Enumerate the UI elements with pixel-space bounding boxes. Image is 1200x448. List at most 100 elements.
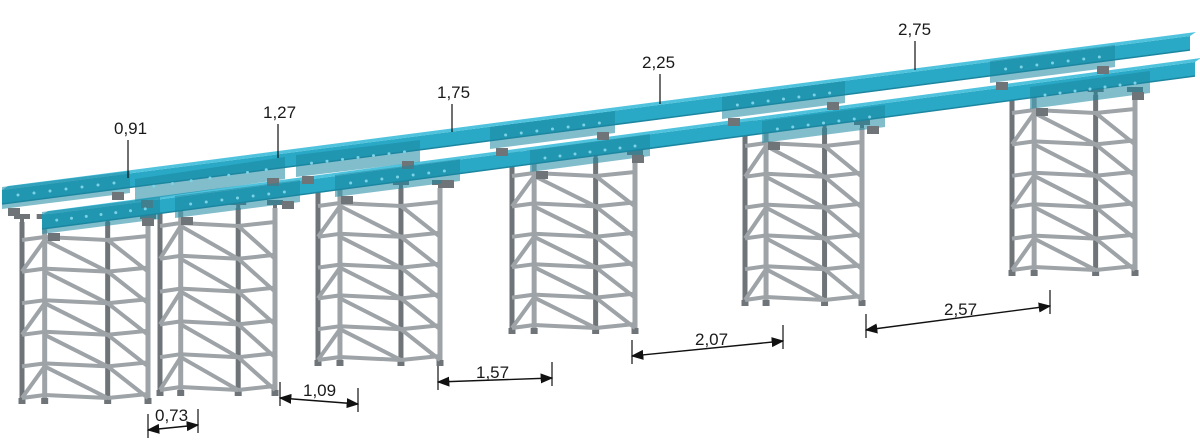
beam-top-face bbox=[42, 58, 1200, 215]
tower-ledger bbox=[317, 262, 341, 270]
tower-brace bbox=[1033, 205, 1097, 241]
sleeve-hole bbox=[782, 97, 785, 101]
sleeve-hole bbox=[55, 218, 59, 222]
shoring-tower-5 bbox=[737, 120, 870, 306]
gap-label-4: 2,07 bbox=[695, 330, 728, 349]
sleeve-hole bbox=[1035, 63, 1039, 67]
tower-ledger bbox=[511, 201, 535, 209]
tower-ledger bbox=[317, 355, 341, 362]
sleeve-hole bbox=[403, 150, 406, 154]
tower-brace bbox=[594, 296, 637, 330]
sleeve-hole bbox=[775, 127, 779, 131]
clamp bbox=[996, 82, 1008, 90]
tower-ledger bbox=[159, 286, 181, 294]
tower-brace bbox=[399, 235, 442, 270]
clamp bbox=[181, 217, 193, 225]
sleeve-hole bbox=[751, 101, 755, 105]
tower-brace bbox=[106, 238, 150, 274]
tower-brace bbox=[743, 268, 768, 302]
clamp bbox=[442, 180, 454, 188]
sleeve-hole bbox=[70, 216, 73, 220]
tower-brace bbox=[1010, 111, 1036, 146]
tower-brace bbox=[533, 265, 597, 300]
clamp bbox=[302, 176, 314, 184]
clamp bbox=[597, 132, 609, 140]
gap-arrow-1 bbox=[146, 421, 200, 434]
sleeve-hole bbox=[48, 189, 52, 193]
sleeve-hole bbox=[356, 156, 360, 159]
sleeve-hole bbox=[797, 95, 801, 99]
tower-ledger bbox=[1011, 202, 1035, 210]
span-label-4: 2,25 bbox=[642, 53, 675, 72]
clamp bbox=[48, 233, 60, 241]
sleeve-hole bbox=[251, 194, 255, 198]
sleeve-back-4 bbox=[490, 111, 615, 156]
tower-brace bbox=[316, 204, 342, 238]
sleeve-front-2 bbox=[175, 180, 300, 225]
gap-label-2: 1,09 bbox=[303, 381, 336, 400]
span-label-2: 1,27 bbox=[263, 103, 296, 122]
sleeve-front-4 bbox=[530, 134, 650, 179]
sleeve-back-6 bbox=[990, 45, 1115, 90]
sleeve-hole bbox=[633, 144, 637, 148]
tower-brace bbox=[20, 365, 47, 400]
sleeve-hole bbox=[504, 133, 508, 137]
gap-label-3: 1,57 bbox=[476, 363, 509, 382]
tower-ledger bbox=[21, 393, 45, 400]
tower-ledger bbox=[534, 201, 596, 209]
tower-ledger bbox=[180, 352, 239, 360]
tower-brace bbox=[765, 267, 826, 302]
sleeve-hole bbox=[114, 211, 118, 215]
tower-ledger bbox=[1011, 233, 1035, 241]
sleeve-hole bbox=[220, 198, 224, 202]
tower-brace bbox=[510, 235, 536, 269]
tower-ledger bbox=[1034, 139, 1096, 147]
clamp bbox=[632, 155, 644, 163]
tower-ledger bbox=[44, 298, 108, 306]
tower-brace bbox=[594, 265, 637, 300]
sleeve-hole bbox=[1004, 67, 1008, 71]
clamp bbox=[768, 142, 780, 150]
tower-ledger bbox=[511, 292, 535, 300]
shoring-tower-2 bbox=[152, 200, 283, 396]
sleeve-hole bbox=[566, 125, 570, 129]
sleeve-hole bbox=[597, 121, 601, 125]
clamp bbox=[1097, 66, 1109, 74]
tower-ledger bbox=[339, 293, 402, 301]
head-jack bbox=[14, 214, 30, 219]
tower-brace bbox=[179, 322, 240, 359]
sleeve-front-5 bbox=[762, 105, 885, 150]
span-label-5: 2,75 bbox=[898, 20, 931, 39]
sleeve-hole bbox=[112, 181, 116, 185]
tower-ledger bbox=[511, 231, 535, 239]
gap-arrow-4 bbox=[630, 337, 785, 360]
clamp bbox=[112, 192, 124, 200]
tower-ledger bbox=[744, 264, 767, 272]
sleeve-hole bbox=[618, 146, 622, 150]
sleeve-hole bbox=[1058, 91, 1062, 95]
tower-brace bbox=[1033, 111, 1097, 147]
sleeve-hole bbox=[341, 157, 344, 161]
tower-brace bbox=[765, 205, 826, 241]
gap-arrow-5 bbox=[864, 302, 1052, 334]
tower-ledger bbox=[159, 221, 181, 228]
sleeve-hole bbox=[189, 179, 193, 183]
tower-brace bbox=[106, 270, 150, 305]
clamp bbox=[341, 196, 353, 204]
sleeve-hole bbox=[837, 119, 841, 123]
sleeve-hole bbox=[236, 196, 239, 200]
sleeve-hole bbox=[1043, 93, 1047, 97]
sleeve-hole bbox=[535, 129, 539, 133]
sleeve-hole bbox=[1088, 87, 1092, 91]
tower-brace bbox=[1094, 111, 1137, 146]
tower-brace bbox=[1033, 236, 1097, 272]
tower-brace bbox=[179, 289, 240, 327]
tower-brace bbox=[765, 236, 826, 271]
tower-ledger bbox=[744, 295, 767, 302]
sleeve-hole bbox=[32, 191, 36, 195]
tower-brace bbox=[339, 327, 402, 362]
clamp bbox=[496, 148, 508, 156]
shoring-tower-1 bbox=[14, 214, 156, 404]
tower-brace bbox=[399, 327, 442, 362]
sleeve-hole bbox=[387, 152, 391, 156]
